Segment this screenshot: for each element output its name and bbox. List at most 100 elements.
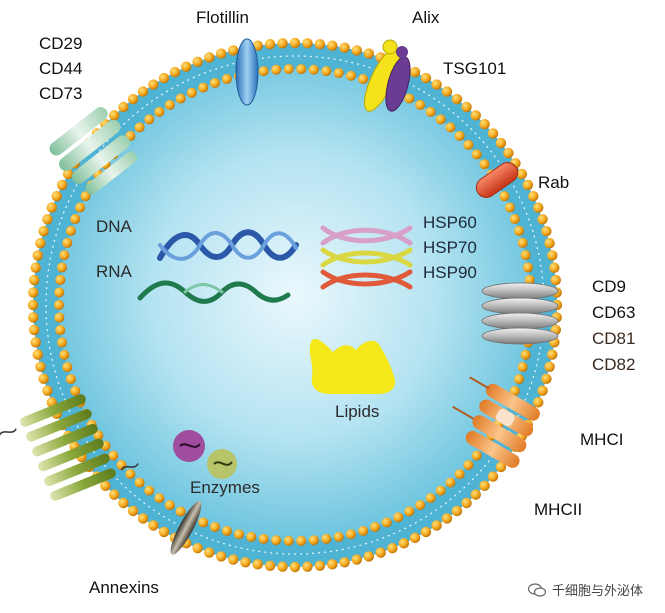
mhc-complex [452, 376, 540, 468]
vesicle-lumen [59, 69, 531, 541]
lipid-head [54, 287, 65, 298]
lipid-head [314, 560, 326, 572]
label-alix: Alix [412, 8, 440, 27]
lipid-head [541, 225, 552, 237]
lipid-head [169, 66, 181, 78]
lipid-head [547, 250, 558, 261]
lipid-head [520, 349, 531, 360]
lipid-head [127, 93, 139, 105]
lipid-head [517, 237, 528, 248]
lipid-head [544, 238, 555, 249]
lipid-head [164, 99, 175, 110]
lipid-head [358, 525, 369, 536]
lipid-head [271, 535, 282, 546]
lipid-head [431, 520, 442, 531]
lipid-head [441, 86, 453, 97]
lipid-head [125, 469, 136, 480]
label-rab: Rab [538, 173, 570, 192]
lipid-head [541, 373, 552, 385]
lipid-head [62, 362, 73, 373]
lipid-head [504, 202, 515, 213]
label-hsp60: HSP60 [423, 213, 477, 232]
dna-strand [157, 229, 299, 261]
lipid-head [514, 374, 525, 385]
lipid-head [192, 56, 203, 67]
lipid-head [228, 554, 239, 565]
label-flotillin: Flotillin [196, 8, 249, 27]
label-cd44: CD44 [39, 59, 83, 78]
lipid-head [209, 77, 220, 88]
lipid-head [454, 469, 465, 480]
lipid-head [479, 159, 490, 170]
lipid-head [333, 68, 344, 79]
lipid-head [308, 535, 319, 546]
lipid-head [327, 40, 338, 51]
lipid-head [154, 493, 165, 504]
label-hsp90: HSP90 [423, 263, 477, 282]
lipid-head [404, 93, 415, 104]
lipid-head [479, 119, 490, 130]
lipid-head [425, 106, 436, 117]
lipid-head [56, 179, 68, 191]
lipid-head [59, 349, 70, 360]
lipid-head [175, 506, 186, 517]
lipid-head [127, 505, 139, 517]
lipid-head [463, 460, 474, 471]
lipid-head [321, 533, 332, 544]
lipid-head [55, 325, 66, 336]
lipid-head [277, 561, 288, 572]
flotillin-protein [235, 38, 259, 106]
lipid-head [415, 500, 426, 511]
lipid-head [109, 110, 120, 121]
lipid-head [28, 287, 39, 298]
lipid-head [118, 497, 129, 509]
lipid-head [495, 137, 507, 149]
lipid-head [435, 114, 446, 125]
label-cd63: CD63 [592, 303, 636, 322]
lipid-head [454, 130, 465, 141]
lipid-head [204, 52, 215, 63]
lipid-head [148, 79, 159, 90]
lipid-head [258, 533, 269, 544]
label-mhcii: MHCII [534, 500, 583, 519]
lipid-head [398, 538, 410, 549]
lipid-head [445, 477, 456, 488]
lipid-head [381, 517, 392, 528]
hsp70-protein [320, 247, 413, 268]
lipid-head [54, 312, 65, 323]
tetraspanin-cluster [481, 282, 559, 345]
lipid-head [333, 531, 344, 542]
label-cd73: CD73 [39, 84, 83, 103]
lipid-head [65, 225, 76, 236]
lipid-head [209, 522, 220, 533]
lipid-head [158, 72, 170, 84]
label-enzymes: Enzymes [190, 478, 260, 497]
lipid-head [509, 214, 520, 225]
lipid-head [375, 547, 386, 558]
lipid-head [471, 149, 482, 160]
lipid-head [479, 480, 490, 491]
lipid-head [215, 48, 227, 59]
lipid-head [100, 480, 111, 491]
lipid-head [435, 485, 446, 496]
lipid-head [59, 250, 70, 261]
lipid-head [246, 531, 257, 542]
lipid-head [420, 526, 432, 538]
lipid-head [351, 45, 362, 56]
lipid-head [470, 489, 481, 500]
lipid-head [533, 202, 544, 213]
lipid-head [93, 430, 104, 441]
lipid-head [35, 361, 46, 372]
lipid-head [28, 324, 40, 336]
lipid-head [409, 66, 421, 78]
label-lipids: Lipids [335, 402, 380, 421]
lipid-head [28, 274, 40, 286]
lipid-head [321, 66, 332, 77]
lipid-head [109, 489, 120, 500]
lipid-head [27, 299, 39, 311]
lipid-head [550, 274, 562, 286]
watermark: 千细胞与外泌体 [527, 580, 643, 599]
lipid-head [80, 191, 91, 202]
lipid-head [471, 450, 482, 461]
